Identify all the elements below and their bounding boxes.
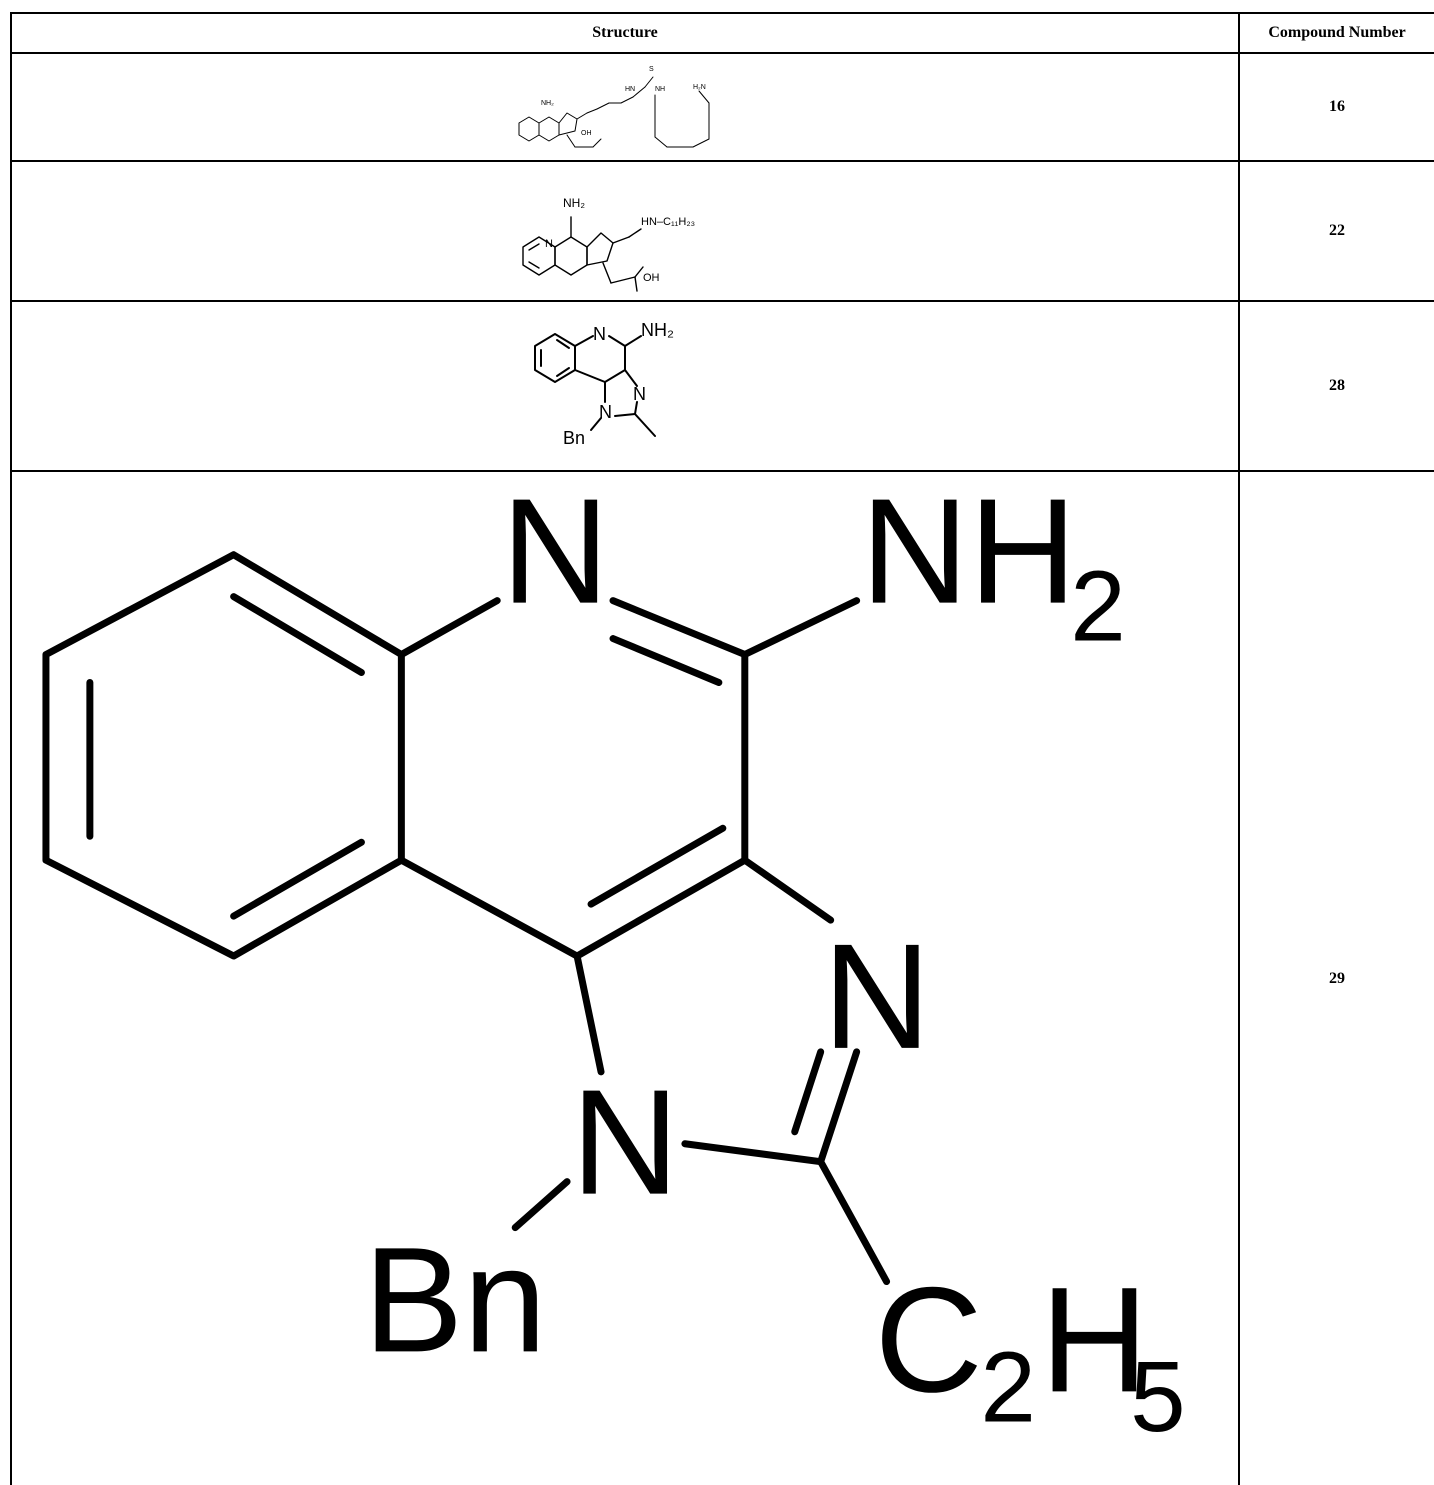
oh-label: OH <box>581 130 592 137</box>
structure-cell: N NH 2 N N Bn C 2 H 5 <box>12 472 1240 1485</box>
hn-chain-label: HN–C₁₁H₂₃ <box>641 216 695 228</box>
sub2-label: 2 <box>1070 552 1126 663</box>
s-label: S <box>649 66 654 73</box>
n-label-2: N <box>633 384 646 404</box>
nh-label: NH <box>655 86 665 93</box>
compound-number-cell: 28 <box>1240 302 1434 470</box>
nh2-label: NH₂ <box>541 100 554 107</box>
table-row: N NH 2 N N Bn C 2 H 5 29 <box>12 472 1434 1485</box>
n-label-2: N <box>823 912 931 1080</box>
nh2-label: NH₂ <box>563 196 585 210</box>
n-label: N <box>501 472 609 635</box>
compound-number: 28 <box>1329 377 1345 394</box>
table-header-row: Structure Compound Number <box>12 14 1434 54</box>
structure-cell: NH₂ N HN–C₁₁H₂₃ OH <box>12 162 1240 300</box>
compound-number-cell: 29 <box>1240 472 1434 1485</box>
n-label-3: N <box>571 1058 679 1226</box>
compound-22-structure: NH₂ N HN–C₁₁H₂₃ OH <box>522 196 695 292</box>
compound-table: Structure Compound Number <box>10 12 1434 1485</box>
structure-cell: NH₂ OH S HN NH H₂N <box>12 54 1240 160</box>
compound-number-cell: 22 <box>1240 162 1434 300</box>
compound-number-header: Compound Number <box>1268 24 1406 41</box>
compound-number: 16 <box>1329 98 1345 115</box>
compound-number: 29 <box>1329 969 1345 987</box>
table-row: NH₂ N HN–C₁₁H₂₃ OH 22 <box>12 162 1434 302</box>
h2n-label: H₂N <box>693 84 706 91</box>
table-row: NH₂ OH S HN NH H₂N 16 <box>12 54 1434 162</box>
compound-16-structure: NH₂ OH S HN NH H₂N <box>518 66 710 148</box>
compound-number: 22 <box>1329 222 1345 239</box>
sub5-label: 5 <box>1130 1342 1186 1453</box>
sub2-label-2: 2 <box>980 1332 1036 1443</box>
bn-label: Bn <box>563 428 585 448</box>
bn-label: Bn <box>363 1215 546 1383</box>
compound-number-header-cell: Compound Number <box>1240 14 1434 52</box>
n-label: N <box>545 238 553 250</box>
compound-28-structure: N NH₂ N N Bn <box>534 320 674 448</box>
c-label: C <box>875 1255 983 1423</box>
nh2-label: NH₂ <box>641 320 674 340</box>
structure-header: Structure <box>592 24 658 41</box>
compound-number-cell: 16 <box>1240 54 1434 160</box>
oh-label: OH <box>643 272 660 284</box>
structure-cell: N NH₂ N N Bn <box>12 302 1240 470</box>
h-label: H <box>1040 1255 1148 1423</box>
table-row: N NH₂ N N Bn 28 <box>12 302 1434 472</box>
n-label-3: N <box>599 402 612 422</box>
structure-header-cell: Structure <box>12 14 1240 52</box>
n-label: N <box>593 324 606 344</box>
compound-29-structure: N NH 2 N N Bn C 2 H 5 <box>42 472 1186 1453</box>
hn-label: HN <box>625 86 635 93</box>
nh-label: NH <box>861 472 1077 635</box>
